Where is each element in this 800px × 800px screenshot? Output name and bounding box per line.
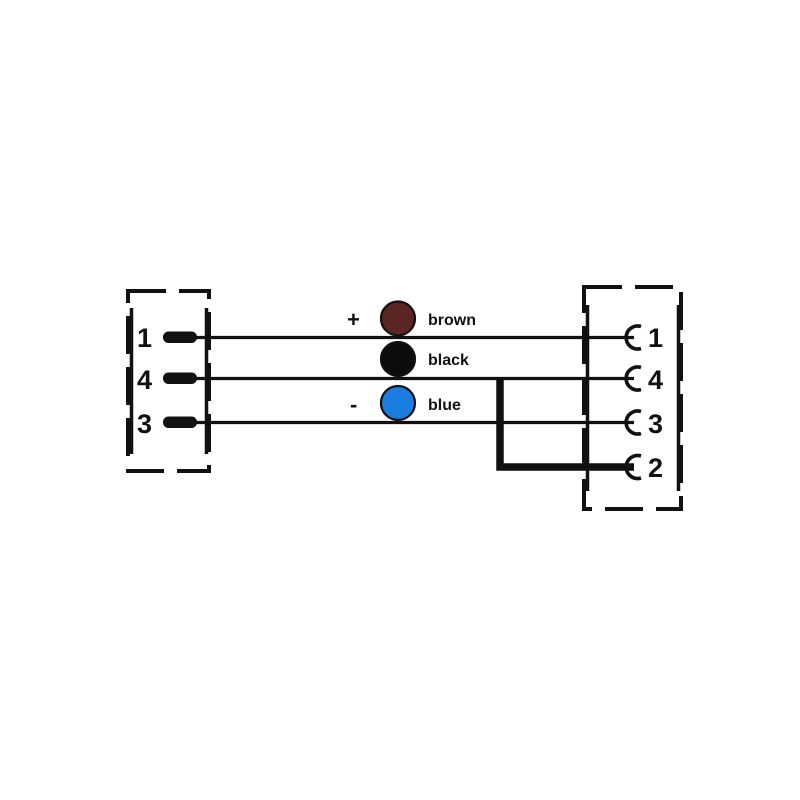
left-pin-1-number: 1 [137,323,152,353]
right-pin-3-socket-icon [624,409,642,436]
left-connector-outline [126,289,211,473]
right-pin-2-number: 2 [648,453,663,483]
wire-marker-black: black [379,340,469,378]
left-pin-1-contact [163,331,197,343]
left-pin-3-number: 3 [137,409,152,439]
wire-black-color-dot [379,340,417,378]
wire-bundle [195,335,634,425]
left-pin-3: 3 [137,409,197,439]
right-pin-1-number: 1 [648,323,663,353]
wire-blue-color-dot [379,384,417,422]
left-connector: 1 4 3 [126,289,211,473]
wire-brown-color-dot [379,300,417,337]
right-pin-1: 1 [624,323,663,353]
wire-marker-blue: - blue [350,384,461,422]
right-pin-3: 3 [624,409,663,439]
right-pin-1-socket-icon [624,324,642,351]
pin4-to-pin2-bridge [496,378,634,471]
right-pin-2-socket-icon [624,453,642,481]
wire-black-label: black [428,352,469,369]
wire-marker-brown: + brown [347,300,476,337]
wire-brown-label: brown [428,312,476,329]
left-pin-1: 1 [137,323,197,353]
right-pin-4-socket-icon [624,365,642,392]
right-pin-4: 4 [624,365,663,395]
wire-color-markers: + brown black - blue [347,300,476,422]
wire-blue-label: blue [428,397,461,414]
left-pin-4-contact [163,372,197,384]
right-connector: 1 4 3 2 [582,285,683,511]
left-pin-4-number: 4 [137,365,152,395]
left-pin-3-contact [163,416,197,428]
right-pin-2: 2 [624,453,663,483]
left-pin-4: 4 [137,365,197,395]
bridge-path [496,378,634,471]
wire-brown-polarity: + [347,307,360,332]
wire-blue-polarity: - [350,392,357,417]
right-pin-3-number: 3 [648,409,663,439]
right-connector-outline [582,285,683,511]
right-pin-4-number: 4 [648,365,663,395]
